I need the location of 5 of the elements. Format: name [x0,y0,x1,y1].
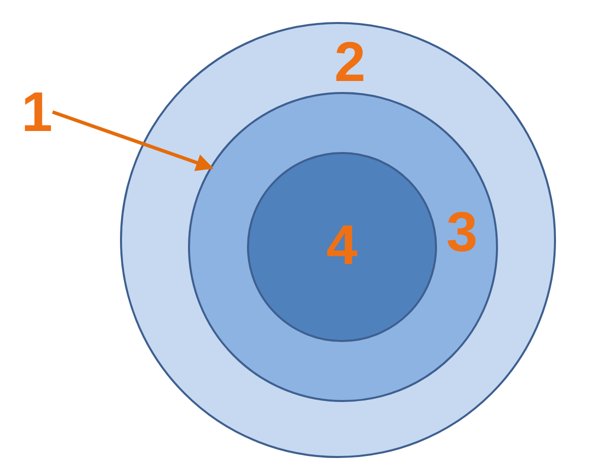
ring-number: 2 [334,34,366,90]
arrow [52,110,214,172]
callout-number: 1 [21,84,53,140]
ring-number: 3 [446,204,478,260]
ring-number: 4 [326,217,358,273]
